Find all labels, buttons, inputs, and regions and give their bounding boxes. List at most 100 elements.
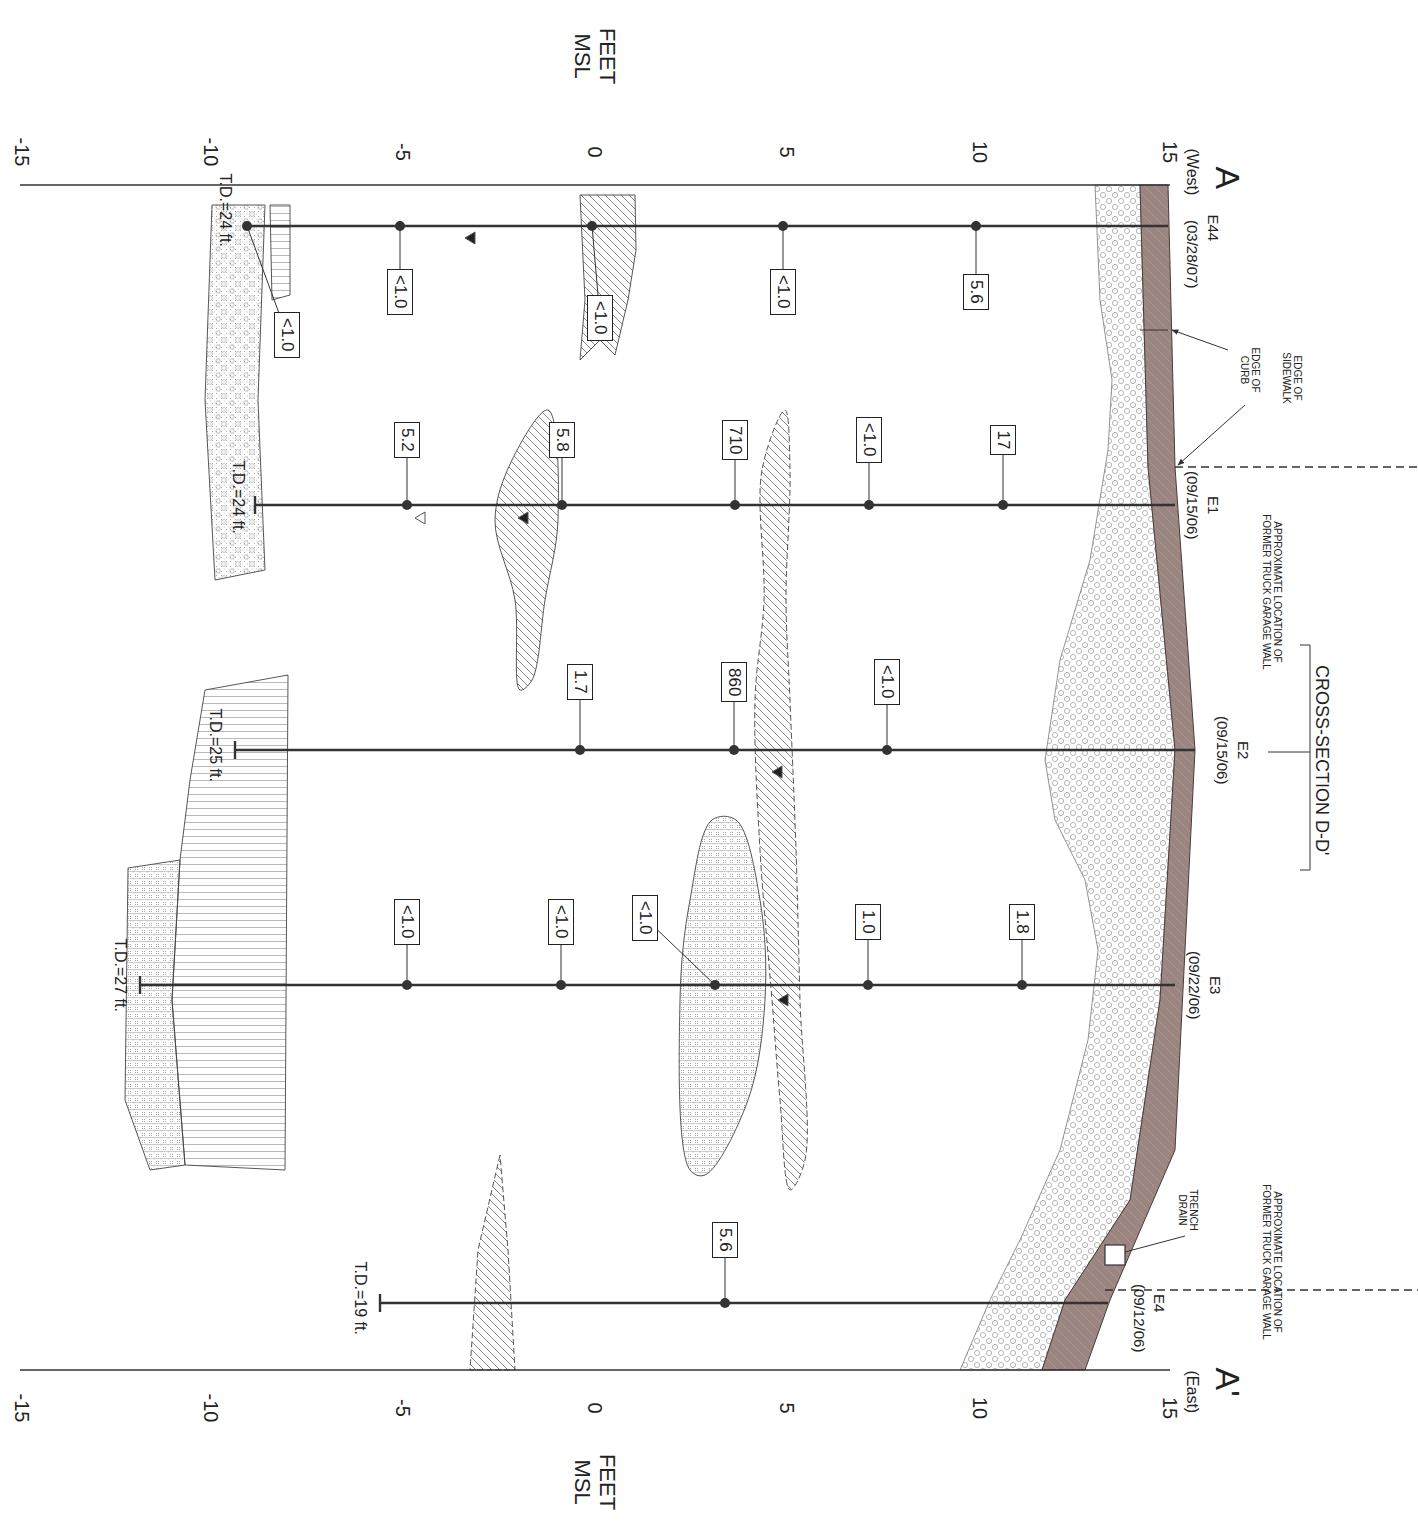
sample-value-box: 5.8 [549, 422, 575, 458]
sample-point [730, 500, 740, 510]
drawing-label: -5 [392, 1399, 415, 1417]
sample-value: 5.8 [552, 428, 572, 452]
sample-value-box: 860 [721, 662, 747, 702]
clay-zone [270, 205, 290, 300]
sample-value: 17 [993, 431, 1013, 450]
sample-point [1017, 980, 1027, 990]
drawing-label: 5 [776, 147, 799, 158]
hatched-zone [580, 195, 636, 360]
section-bracket [1300, 645, 1310, 870]
sample-value-box: <1.0 [770, 269, 796, 315]
sample-value-box: 1.7 [567, 664, 593, 700]
drawing-label: 5 [776, 1403, 799, 1414]
leader-arrow [1125, 1236, 1185, 1252]
sample-value-box: <1.0 [274, 312, 300, 358]
curb-mark [1140, 330, 1168, 331]
sample-point [778, 221, 788, 231]
sample-value: <1.0 [877, 665, 897, 699]
drawing-label: 15 [1159, 141, 1182, 163]
water-level-symbol [518, 512, 528, 524]
sample-value: 1.8 [1012, 910, 1032, 934]
section-bracket [1268, 752, 1310, 753]
pavement-layer [1042, 185, 1195, 1370]
drawing-label: T.D.=27 ft. [111, 939, 129, 1012]
drawing-label: FEET MSL [570, 26, 621, 86]
sample-value: <1.0 [277, 318, 297, 352]
sample-point [575, 745, 585, 755]
drawing-label: (09/12/06) [1131, 1284, 1148, 1352]
elevation-axis [20, 1369, 1170, 1370]
water-level-symbol [415, 512, 425, 524]
drawing-label: APPROXIMATE LOCATION OF FORMER TRUCK GAR… [1261, 1172, 1284, 1352]
sample-point [395, 221, 405, 231]
hatched-zone [755, 410, 808, 1190]
boring-line [380, 1302, 1108, 1304]
sample-point [971, 221, 981, 231]
drawing-label: (09/15/06) [1184, 471, 1201, 539]
drawing-label: -10 [200, 1394, 223, 1423]
drawing-label: -15 [11, 138, 34, 167]
sample-value-box: 17 [990, 425, 1016, 456]
drawing-label: 0 [584, 147, 607, 158]
drawing-label: -10 [200, 138, 223, 167]
sample-point [729, 745, 739, 755]
sample-point [882, 745, 892, 755]
sample-point [556, 980, 566, 990]
drawing-label: E2 [1235, 741, 1252, 759]
total-depth-tick [234, 741, 236, 759]
water-level-symbol [772, 766, 782, 778]
total-depth-tick [254, 496, 256, 514]
drawing-label: E4 [1151, 1294, 1168, 1312]
sample-value-box: 1.8 [1009, 904, 1035, 940]
sample-value: 860 [724, 668, 744, 696]
sample-point [557, 500, 567, 510]
wall-line [1175, 466, 1418, 467]
boring-line [235, 749, 1195, 751]
sample-value-box: <1.0 [387, 269, 413, 315]
drawing-label: 0 [584, 1403, 607, 1414]
drawing-label: T.D.=19 ft. [351, 1262, 369, 1335]
leader-arrow [1178, 405, 1245, 465]
drawing-label: -5 [392, 143, 415, 161]
leader-arrow [1172, 330, 1228, 350]
sample-value-box: <1.0 [856, 417, 882, 463]
drawing-label: CROSS-SECTION D-D' [1312, 665, 1333, 855]
sample-points [242, 221, 1027, 1308]
sample-value-box: 710 [722, 420, 748, 460]
leader-lines [247, 226, 1022, 1303]
sample-value: <1.0 [397, 905, 417, 939]
drawing-label: (09/22/06) [1186, 951, 1203, 1019]
sample-point [720, 1298, 730, 1308]
sample-value: <1.0 [390, 275, 410, 309]
sample-value: <1.0 [773, 275, 793, 309]
sample-value: 5.6 [715, 1228, 735, 1252]
elevation-axis [20, 184, 1170, 185]
sample-value-box: <1.0 [548, 899, 574, 945]
drawing-label: T.D.=24 ft. [229, 461, 247, 534]
drawing-label: 15 [1159, 1397, 1182, 1419]
sample-value-box: 1.0 [855, 904, 881, 940]
sample-value-box: <1.0 [587, 295, 613, 341]
sample-value: 710 [725, 426, 745, 454]
sample-point [587, 221, 597, 231]
boring-line [255, 504, 1175, 506]
sample-value-box: 5.2 [394, 422, 420, 458]
trench-drain [1105, 1245, 1125, 1265]
drawing-label: APPROXIMATE LOCATION OF FORMER TRUCK GAR… [1261, 502, 1284, 682]
drawing-label: 10 [969, 1397, 992, 1419]
sample-value-box: 5.6 [963, 274, 989, 310]
gravel-zone [205, 205, 265, 580]
sample-value-box: 5.6 [712, 1222, 738, 1258]
sample-point [998, 500, 1008, 510]
water-level-symbol [465, 232, 475, 244]
drawing-label: (09/15/06) [1214, 716, 1231, 784]
sample-value: <1.0 [590, 301, 610, 335]
sample-value-box: <1.0 [632, 895, 658, 941]
hatched-zone [470, 1155, 515, 1370]
drawing-label: E44 [1205, 215, 1222, 242]
sample-value: <1.0 [551, 905, 571, 939]
sample-value: <1.0 [635, 901, 655, 935]
sample-point [402, 980, 412, 990]
drawing-label: (03/28/07) [1184, 220, 1201, 288]
sample-value: 5.2 [397, 428, 417, 452]
